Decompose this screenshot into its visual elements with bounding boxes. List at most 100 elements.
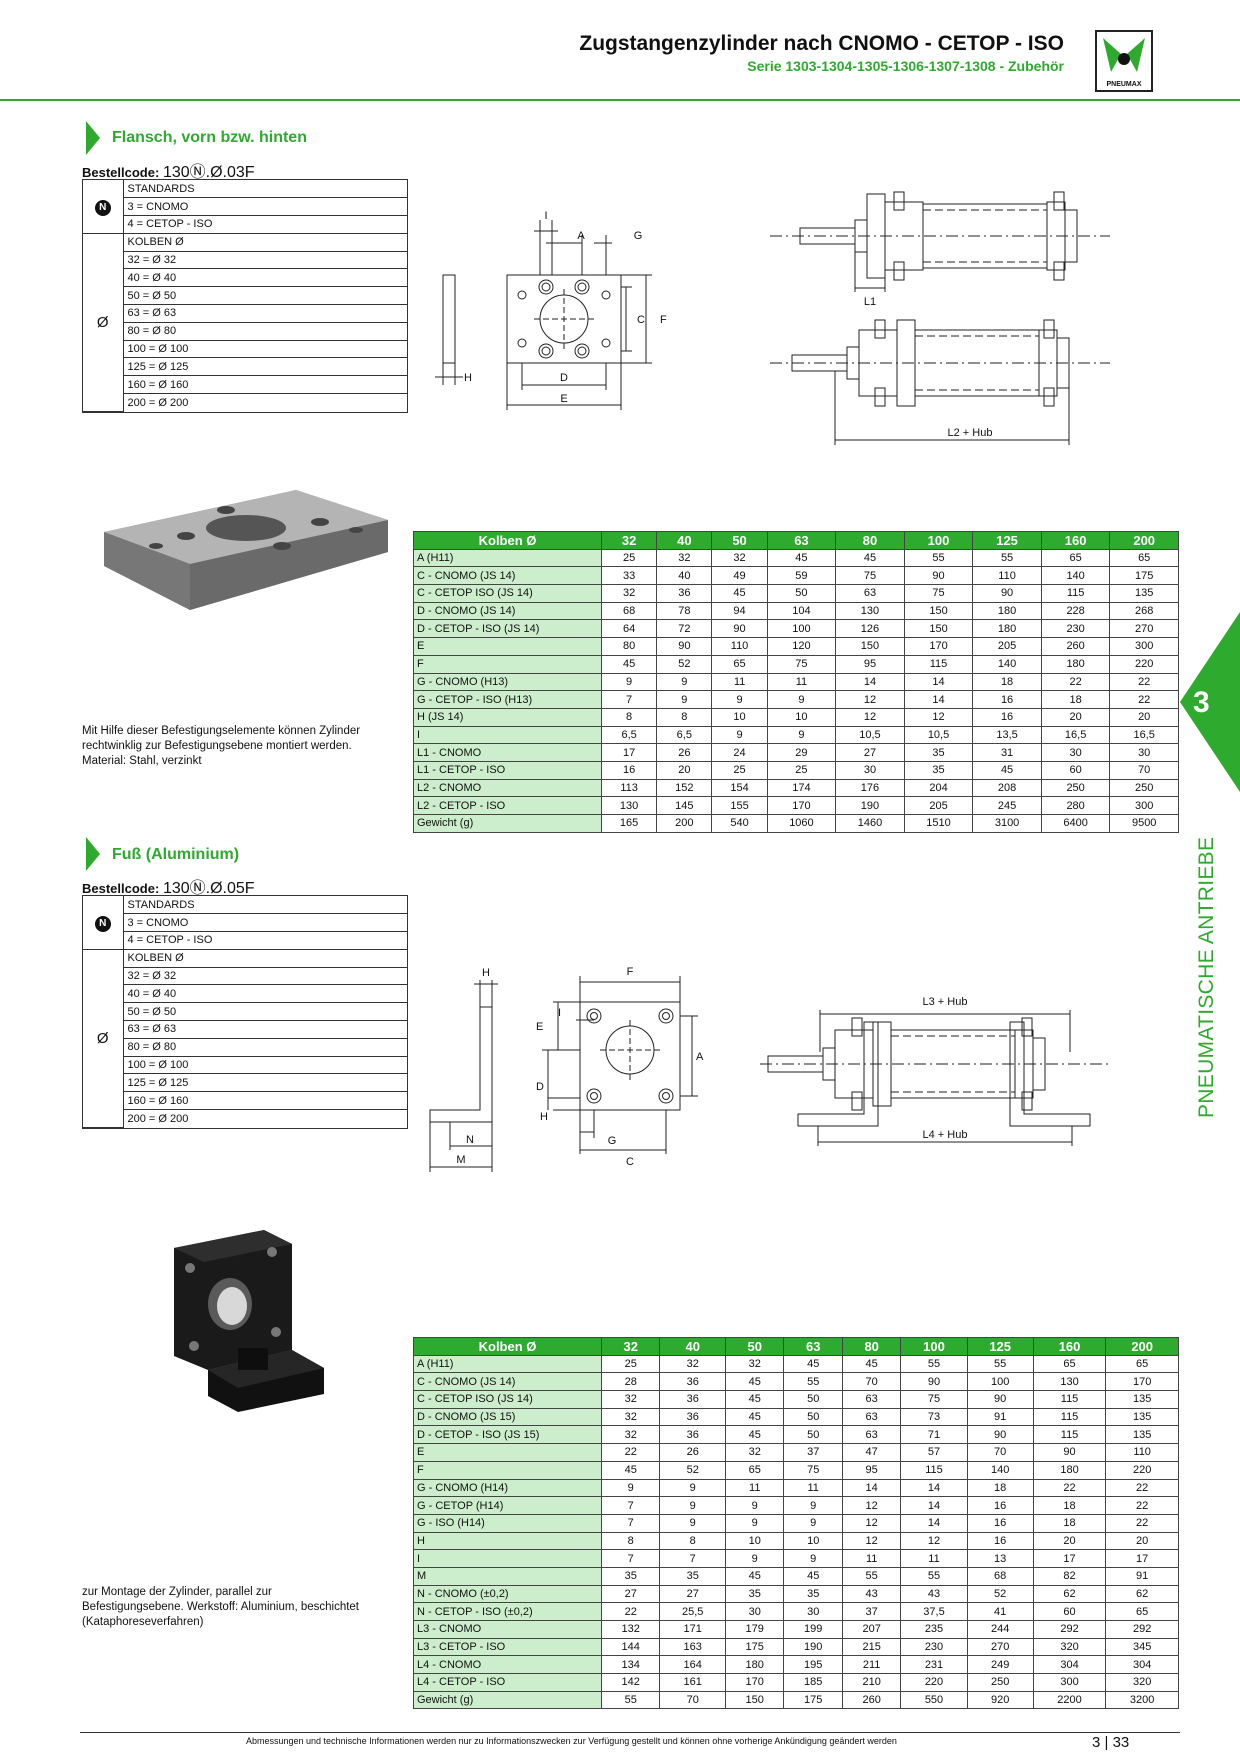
table-cell: 70 bbox=[841, 1372, 902, 1392]
table-cell: 22 bbox=[1040, 672, 1111, 692]
table-cell: 164 bbox=[659, 1655, 726, 1675]
dim-i: I bbox=[558, 1007, 561, 1019]
row-label: D - CNOMO (JS 15) bbox=[413, 1407, 602, 1427]
table-cell: 75 bbox=[783, 1460, 843, 1480]
page-number: 3 | 33 bbox=[1092, 1734, 1130, 1751]
table-cell: 104 bbox=[766, 601, 837, 621]
table-cell: 75 bbox=[766, 654, 837, 674]
table-cell: 36 bbox=[659, 1425, 726, 1445]
table-cell: 170 bbox=[724, 1673, 785, 1692]
dim-l3: L3 + Hub bbox=[923, 996, 968, 1008]
dim-m: M bbox=[456, 1154, 465, 1166]
table-cell: 12 bbox=[841, 1496, 902, 1515]
table-cell: 37 bbox=[841, 1602, 902, 1621]
table-cell: 52 bbox=[659, 1460, 726, 1480]
table-cell: 50 bbox=[766, 584, 837, 603]
table-cell: 155 bbox=[711, 796, 768, 815]
table-cell: 6,5 bbox=[600, 725, 658, 745]
table-cell: 13 bbox=[966, 1549, 1034, 1568]
table-cell: 27 bbox=[600, 1584, 661, 1604]
table-cell: 32 bbox=[711, 548, 768, 568]
note-line: Mit Hilfe dieser Befestigungselemente kö… bbox=[82, 725, 361, 737]
dim-a: A bbox=[696, 1051, 704, 1063]
section1-bestellcode: Bestellcode: 130Ⓝ.Ø.03F bbox=[82, 158, 255, 182]
table-cell: 71 bbox=[900, 1425, 968, 1445]
table-cell: 9 bbox=[783, 1513, 843, 1533]
header-diameter: 125 bbox=[966, 1337, 1034, 1356]
table-cell: 45 bbox=[766, 548, 837, 568]
table-cell: 90 bbox=[966, 1390, 1034, 1409]
table-cell: 1460 bbox=[835, 814, 905, 833]
opt-row: 50 = Ø 50 bbox=[123, 286, 407, 306]
table-cell: 22 bbox=[1105, 1513, 1179, 1533]
note-line: (Kataphoreseverfahren) bbox=[82, 1616, 204, 1628]
note-line: rechtwinklig zur Befestigungsebene monti… bbox=[82, 740, 352, 752]
table-cell: 55 bbox=[903, 548, 974, 568]
table-cell: 304 bbox=[1105, 1655, 1179, 1675]
table-cell: 91 bbox=[1105, 1566, 1179, 1586]
opt-row: 3 = CNOMO bbox=[123, 197, 407, 217]
table-cell: 14 bbox=[841, 1478, 902, 1498]
table-cell: 45 bbox=[783, 1354, 843, 1374]
table-cell: 28 bbox=[600, 1372, 661, 1392]
logo-text: PNEUMAX bbox=[1106, 81, 1142, 88]
row-label: L2 - CETOP - ISO bbox=[413, 796, 602, 815]
table-cell: 35 bbox=[659, 1566, 726, 1586]
dim-g: G bbox=[608, 1135, 617, 1147]
opt-row: 63 = Ø 63 bbox=[123, 304, 407, 323]
table-cell: 132 bbox=[600, 1620, 661, 1639]
table-cell: 16,5 bbox=[1040, 725, 1111, 745]
table-cell: 220 bbox=[1109, 654, 1179, 674]
table-cell: 16 bbox=[966, 1531, 1034, 1551]
row-label: N - CETOP - ISO (±0,2) bbox=[413, 1602, 602, 1621]
table-cell: 126 bbox=[835, 619, 905, 639]
table-cell: 90 bbox=[903, 566, 974, 586]
table-cell: 9 bbox=[711, 690, 768, 709]
table-cell: 31 bbox=[972, 743, 1042, 762]
row-label: C - CETOP ISO (JS 14) bbox=[413, 1390, 602, 1409]
dim-d: D bbox=[560, 372, 568, 384]
table-cell: 300 bbox=[1032, 1673, 1107, 1692]
table-cell: 12 bbox=[835, 707, 905, 727]
header-diameter: 50 bbox=[724, 1337, 785, 1356]
header-kolben: Kolben Ø bbox=[413, 531, 602, 550]
row-label: L2 - CNOMO bbox=[413, 778, 602, 798]
table-cell: 115 bbox=[1032, 1425, 1107, 1445]
table-cell: 62 bbox=[1105, 1584, 1179, 1604]
table-cell: 50 bbox=[783, 1407, 843, 1427]
row-label: H (JS 14) bbox=[413, 707, 602, 727]
opt-row: 100 = Ø 100 bbox=[123, 1056, 407, 1075]
section-arrow-icon bbox=[86, 121, 100, 155]
table-cell: 32 bbox=[600, 584, 658, 603]
table-cell: 65 bbox=[1105, 1602, 1179, 1621]
header-rule bbox=[0, 99, 1240, 101]
table-cell: 73 bbox=[900, 1407, 968, 1427]
table-cell: 95 bbox=[841, 1460, 902, 1480]
table-cell: 180 bbox=[972, 619, 1042, 639]
table-cell: 260 bbox=[1040, 637, 1111, 656]
table-cell: 20 bbox=[1105, 1531, 1179, 1551]
opt-row: 32 = Ø 32 bbox=[123, 967, 407, 986]
dim-d: D bbox=[536, 1081, 544, 1093]
symbol-diameter: Ø bbox=[83, 233, 124, 412]
table-cell: 260 bbox=[841, 1690, 902, 1710]
footer-rule bbox=[80, 1732, 1180, 1733]
table-cell: 230 bbox=[1040, 619, 1111, 639]
header-diameter: 125 bbox=[972, 531, 1042, 550]
table-cell: 45 bbox=[600, 1460, 661, 1480]
table-cell: 180 bbox=[1040, 654, 1111, 674]
table-cell: 45 bbox=[783, 1566, 843, 1586]
table-cell: 9 bbox=[783, 1549, 843, 1568]
